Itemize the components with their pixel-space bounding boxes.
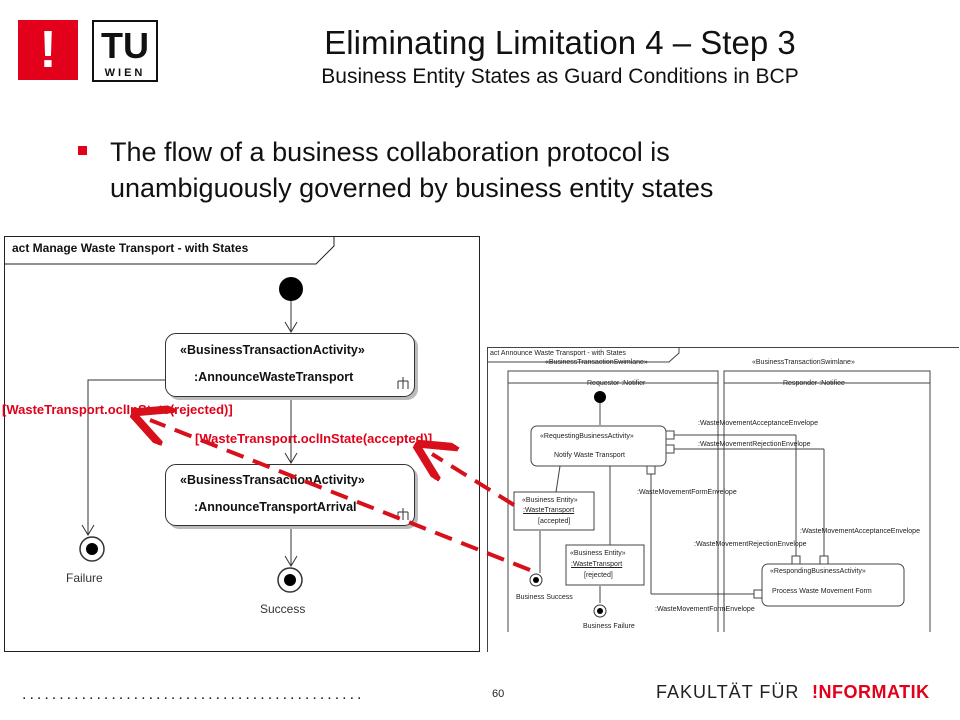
guard-accepted: [WasteTransport.oclInState(accepted)] bbox=[195, 431, 433, 446]
requesting-stereotype: «RequestingBusinessActivity» bbox=[540, 433, 634, 440]
envelope-acceptance-2: :WasteMovementAcceptanceEnvelope bbox=[800, 528, 920, 535]
swimlane-stereotype-1: «BusinessTransactionSwimlane» bbox=[545, 359, 648, 366]
left-activity-frame bbox=[4, 236, 480, 652]
rake-icon bbox=[397, 508, 409, 520]
activity-announce-waste-transport: «BusinessTransactionActivity» :AnnounceW… bbox=[165, 333, 415, 397]
envelope-form-2: :WasteMovementFormEnvelope bbox=[655, 606, 755, 613]
business-failure-label: Business Failure bbox=[583, 623, 635, 630]
logo-wien-text: WIEN bbox=[105, 67, 146, 79]
entity-accepted-state: [accepted] bbox=[538, 518, 571, 525]
responding-name: Process Waste Movement Form bbox=[772, 588, 872, 595]
envelope-rejection-2: :WasteMovementRejectionEnvelope bbox=[694, 541, 807, 548]
bullet-line-2: unambiguously governed by business entit… bbox=[110, 173, 714, 203]
left-frame-title: act Manage Waste Transport - with States bbox=[12, 241, 249, 255]
slide-subtitle: Business Entity States as Guard Conditio… bbox=[321, 65, 799, 88]
entity-rejected-state: [rejected] bbox=[584, 572, 613, 579]
right-activity-frame bbox=[487, 347, 959, 652]
activity1-stereotype: «BusinessTransactionActivity» bbox=[180, 343, 365, 357]
initial-node bbox=[279, 277, 303, 301]
entity-rejected-stereotype: «Business Entity» bbox=[570, 550, 626, 557]
entity-accepted-name: :WasteTransport bbox=[523, 507, 575, 514]
arrow-rejected-mapping bbox=[150, 420, 531, 572]
footer-faculty: FAKULTÄT FÜR bbox=[656, 682, 800, 702]
footer-informatik: !NFORMATIK bbox=[812, 682, 930, 702]
arrow-accepted-mapping bbox=[432, 454, 516, 507]
bullet-text: The flow of a business collaboration pro… bbox=[110, 134, 870, 206]
failure-label: Failure bbox=[66, 571, 103, 585]
envelope-acceptance-1: :WasteMovementAcceptanceEnvelope bbox=[698, 420, 818, 427]
rake-icon bbox=[397, 377, 409, 389]
lane-requestor: Requestor :Notifier bbox=[587, 380, 646, 387]
envelope-form-1: :WasteMovementFormEnvelope bbox=[637, 489, 737, 496]
responding-stereotype: «RespondingBusinessActivity» bbox=[770, 568, 866, 575]
activity2-name: :AnnounceTransportArrival bbox=[194, 500, 357, 514]
business-success-label: Business Success bbox=[516, 594, 573, 601]
activity1-name: :AnnounceWasteTransport bbox=[194, 370, 354, 384]
bullet-square-icon bbox=[78, 146, 87, 155]
footer-dots: ........................................… bbox=[22, 686, 365, 703]
success-label: Success bbox=[260, 602, 306, 616]
swimlane-stereotype-2: «BusinessTransactionSwimlane» bbox=[752, 359, 855, 366]
requesting-name: Notify Waste Transport bbox=[554, 452, 625, 459]
right-frame-tab bbox=[487, 347, 680, 363]
entity-rejected-name: :WasteTransport bbox=[571, 561, 623, 568]
activity-announce-transport-arrival: «BusinessTransactionActivity» :AnnounceT… bbox=[165, 464, 415, 526]
left-frame-tab bbox=[4, 236, 335, 265]
lane-responder: Responder :Notifiee bbox=[783, 380, 845, 387]
envelope-rejection-1: :WasteMovementRejectionEnvelope bbox=[698, 441, 811, 448]
page-number: 60 bbox=[492, 688, 505, 700]
slide-title: Eliminating Limitation 4 – Step 3 bbox=[324, 24, 796, 61]
right-frame-title: act Announce Waste Transport - with Stat… bbox=[490, 350, 626, 357]
bullet-line-1: The flow of a business collaboration pro… bbox=[110, 137, 670, 167]
activity2-stereotype: «BusinessTransactionActivity» bbox=[180, 473, 365, 487]
logo-tu-text: TU bbox=[101, 25, 149, 66]
tu-exclamation-logo: ! bbox=[18, 20, 78, 80]
entity-accepted-stereotype: «Business Entity» bbox=[522, 497, 578, 504]
tu-wien-logo: TU WIEN bbox=[92, 20, 158, 82]
